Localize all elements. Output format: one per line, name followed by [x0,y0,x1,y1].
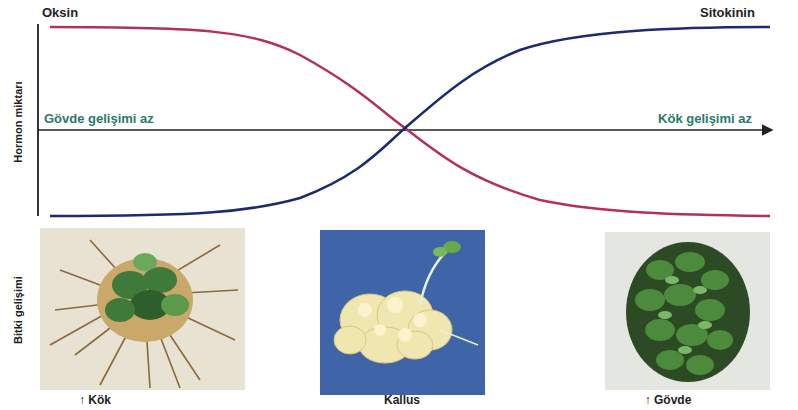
photo-caption: ↑ Gövde [645,394,692,407]
photo-caption: Kallus [384,394,420,407]
cytokinin-label: Sitokinin [700,6,755,20]
auxin-curve [50,27,770,216]
axis-title: Bitki gelişimi [12,276,24,344]
auxin-label: Oksin [42,6,78,20]
callus-photo [320,230,485,395]
region-label: Gövde gelişimi az [44,112,154,126]
cytokinin-curve [50,27,770,216]
axis-title: Hormon miktarı [12,81,24,162]
y-axis [37,24,39,216]
root-photo [40,228,245,390]
photo-caption: ↑ Kök [79,394,111,407]
shoot-photo [605,232,770,390]
region-label: Kök gelişimi az [658,112,752,126]
